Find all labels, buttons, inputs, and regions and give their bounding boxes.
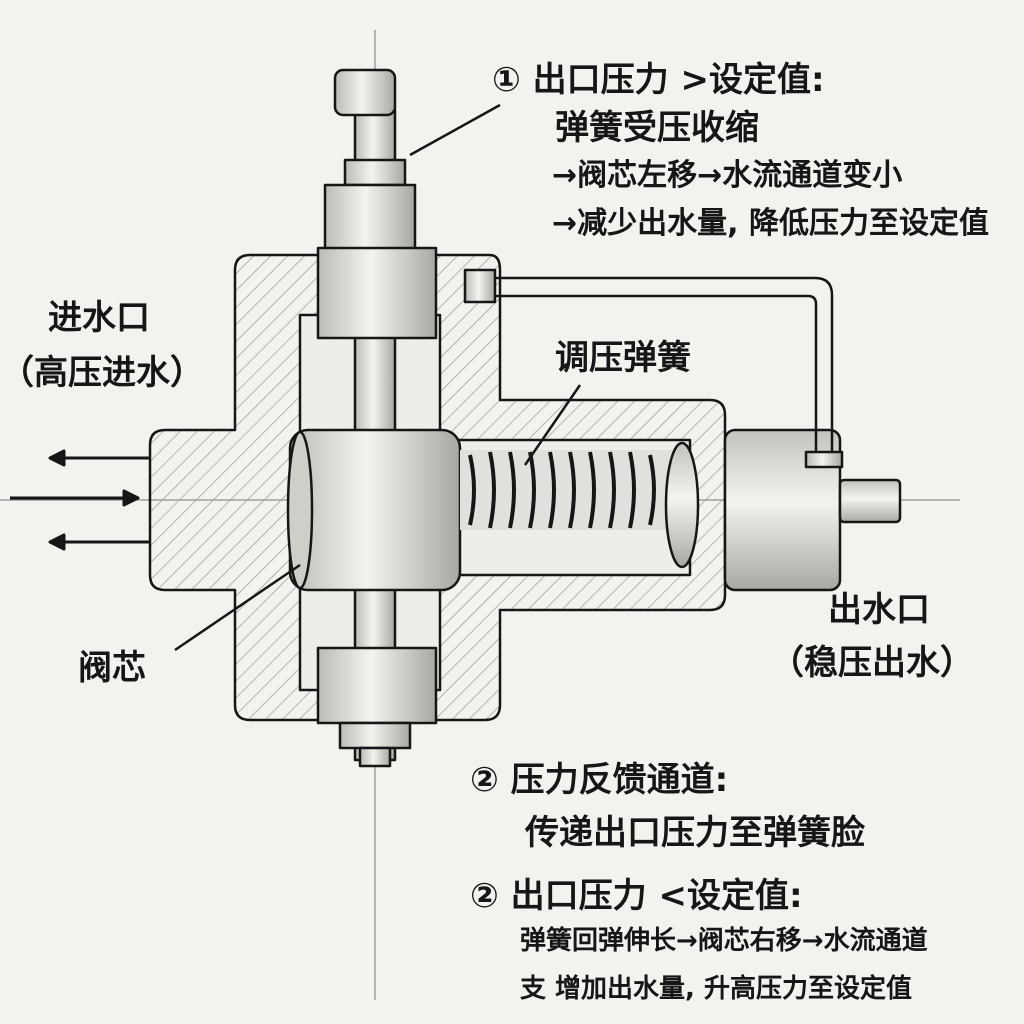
note1-title: ① 出口压力 >设定值: [492,60,825,100]
outlet-sublabel: （稳压出水） [770,643,974,683]
note2-line1: 传递出口压力至弹簧脸 [525,813,865,853]
note1-line3: →减少出水量, 降低压力至设定值 [552,206,989,241]
valve-core-label: 阀芯 [78,648,146,688]
leader-core [174,563,301,652]
note1-line2: →阀芯左移→水流通道变小 [552,158,903,193]
bonnet [316,246,438,340]
valve-core-piston [288,428,462,592]
note2-title: ② 压力反馈通道: [470,760,729,800]
adjust-knob [333,68,397,117]
inlet-arrows [10,449,150,551]
inlet-sublabel: （高压进水） [0,353,204,393]
note1-line1: 弹簧受压收缩 [555,108,759,148]
bottom-nut [316,646,438,725]
note3-title: ② 出口压力 <设定值: [470,876,803,916]
bonnet-nut [323,183,417,252]
spring-label: 调压弹簧 [555,338,691,378]
note3-line2: 支 增加出水量, 升高压力至设定值 [520,974,912,1004]
inlet-label: 进水口 [48,298,150,338]
stem-collar [343,158,407,187]
note3-line1: 弹簧回弹伸长→阀芯右移→水流通道 [520,926,928,956]
bottom-cap [338,721,412,750]
outlet-nozzle [838,478,902,524]
leader-spring [523,384,582,466]
pressure-spring [460,441,700,569]
feedback-pipe [495,276,834,455]
leader-note1 [409,103,501,157]
bottom-pin [358,746,392,768]
outlet-label: 出水口 [828,590,930,630]
